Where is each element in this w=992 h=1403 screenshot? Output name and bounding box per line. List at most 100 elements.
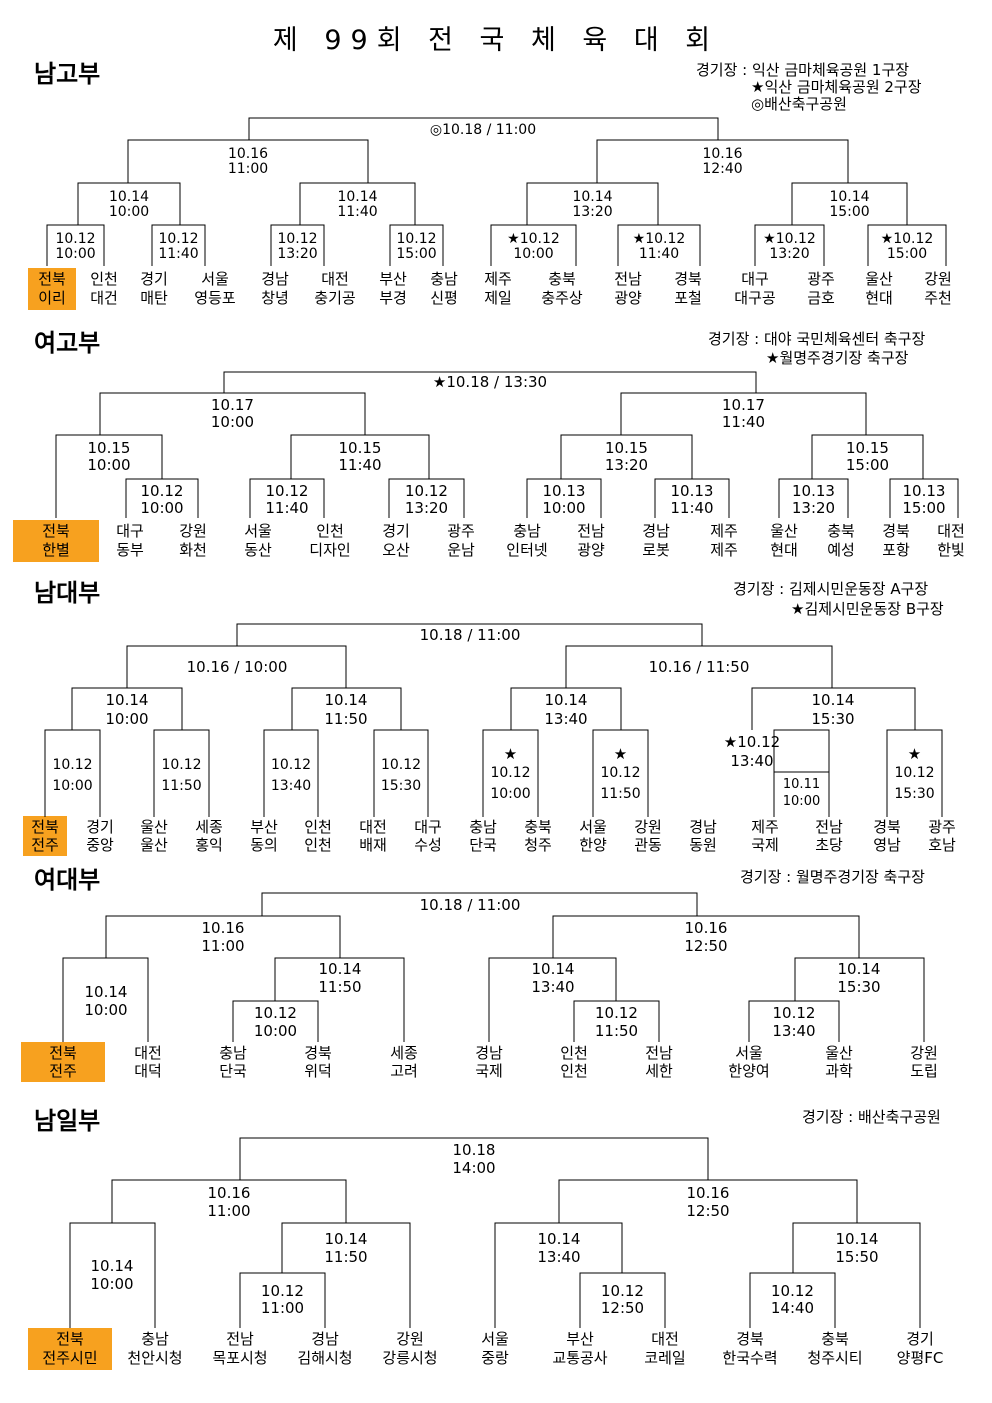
match-label: 13:20 xyxy=(277,246,317,262)
match-label: 10.17 xyxy=(722,396,765,414)
venue-text: 경기장 : 익산 금마체육공원 1구장 xyxy=(696,61,910,79)
match-label: ★ xyxy=(908,745,921,763)
team-name: 울산 xyxy=(140,836,168,854)
team-name: 동의 xyxy=(250,836,278,854)
team-name: 세한 xyxy=(645,1062,673,1080)
bracket-line xyxy=(773,771,830,817)
team-name: 경남 xyxy=(642,522,670,540)
team-name: 세종 xyxy=(390,1044,418,1062)
match-label: 11:00 xyxy=(207,1202,250,1220)
bracket-line xyxy=(526,182,659,225)
bracket-line xyxy=(526,478,602,518)
match-label: 13:20 xyxy=(605,456,648,474)
team-name: 교통공사 xyxy=(552,1349,607,1367)
section-title: 여대부 xyxy=(34,866,101,894)
match-label: 10.12 xyxy=(261,1282,304,1300)
match-label: 15:30 xyxy=(894,786,934,802)
bracket-line xyxy=(748,1000,840,1042)
match-label: 15:30 xyxy=(811,710,854,728)
match-label: 10:00 xyxy=(55,246,95,262)
team-name: 로봇 xyxy=(642,541,670,559)
bracket-line xyxy=(77,182,181,225)
bracket-line xyxy=(270,224,325,266)
highlight-box xyxy=(28,268,76,310)
team-name: 인천 xyxy=(90,270,118,288)
team-name: 현대 xyxy=(770,541,798,559)
team-name: 강원 xyxy=(179,522,207,540)
match-label: 11:00 xyxy=(261,1299,304,1317)
match-label: 10.18 xyxy=(453,1141,496,1159)
match-label: 10.16 xyxy=(208,1184,251,1202)
match-label: 10.16 / 10:00 xyxy=(187,658,288,676)
match-label: 10.14 xyxy=(337,189,377,205)
team-name: 서울 xyxy=(735,1044,763,1062)
match-label: 13:40 xyxy=(730,752,773,770)
team-name: 한별 xyxy=(42,541,70,559)
bracket-line xyxy=(388,478,465,518)
match-label: ◎10.18 / 11:00 xyxy=(430,122,536,138)
match-label: 10:00 xyxy=(542,499,585,517)
team-name: 위덕 xyxy=(304,1062,332,1080)
team-name: 충남 xyxy=(141,1330,169,1348)
team-name: 강릉시청 xyxy=(382,1349,437,1367)
match-label: 15:30 xyxy=(381,778,421,794)
bracket-line xyxy=(565,645,833,688)
team-name: 인천 xyxy=(560,1062,588,1080)
team-name: 현대 xyxy=(865,289,893,307)
team-name: 대전 xyxy=(651,1330,679,1348)
team-name: 울산 xyxy=(825,1044,853,1062)
team-name: 인천 xyxy=(304,836,332,854)
match-label: 10.15 xyxy=(339,439,382,457)
bracket-line xyxy=(299,182,416,225)
team-name: 서울 xyxy=(244,522,272,540)
team-name: 충남 xyxy=(469,818,497,836)
bracket-line xyxy=(596,139,849,183)
team-name: 경북 xyxy=(674,270,702,288)
team-name: 전북 xyxy=(56,1330,84,1348)
team-name: 대구 xyxy=(414,818,442,836)
bracket-line xyxy=(290,434,430,479)
match-label: 10.12 xyxy=(405,482,448,500)
team-name: 제주 xyxy=(710,541,738,559)
match-label: 10.14 xyxy=(85,983,128,1001)
team-name: 경남 xyxy=(689,818,717,836)
match-label: 11:00 xyxy=(201,937,244,955)
team-name: 과학 xyxy=(825,1062,853,1080)
match-label: 11:50 xyxy=(318,978,361,996)
match-label: 10.18 / 11:00 xyxy=(420,626,521,644)
team-name: 오산 xyxy=(382,541,410,559)
match-label: 10.14 xyxy=(109,189,149,205)
bracket-line xyxy=(389,224,444,266)
team-name: 운남 xyxy=(447,541,475,559)
team-name: 신평 xyxy=(430,289,458,307)
team-name: 인천 xyxy=(316,522,344,540)
team-name: 대전 xyxy=(359,818,387,836)
match-label: 13:40 xyxy=(544,710,587,728)
team-name: 주천 xyxy=(924,289,952,307)
match-label: 11:50 xyxy=(161,778,201,794)
match-label: 10.14 xyxy=(836,1230,879,1248)
team-name: 부산 xyxy=(379,270,407,288)
bracket-line xyxy=(791,182,908,225)
team-name: 전남 xyxy=(645,1044,673,1062)
match-label: ★ xyxy=(614,745,627,763)
team-name: 제주 xyxy=(484,270,512,288)
match-label: 10:00 xyxy=(490,786,530,802)
match-label: 10.12 xyxy=(266,482,309,500)
match-label: 10.12 xyxy=(601,1282,644,1300)
bracket-line xyxy=(552,915,860,958)
team-name: 고려 xyxy=(390,1062,418,1080)
match-label: 11:40 xyxy=(265,499,308,517)
team-name: 영등포 xyxy=(194,289,236,307)
team-name: 청주시티 xyxy=(807,1349,862,1367)
venue-text: ★익산 금마체육공원 2구장 xyxy=(751,78,922,96)
match-label: 10.13 xyxy=(792,482,835,500)
match-label: 13:40 xyxy=(271,778,311,794)
team-name: 광양 xyxy=(614,289,642,307)
team-name: 이리 xyxy=(38,289,66,307)
match-label: 10.14 xyxy=(545,691,588,709)
match-label: 10.14 xyxy=(91,1257,134,1275)
team-name: 대덕 xyxy=(134,1062,162,1080)
match-label: 15:50 xyxy=(835,1248,878,1266)
